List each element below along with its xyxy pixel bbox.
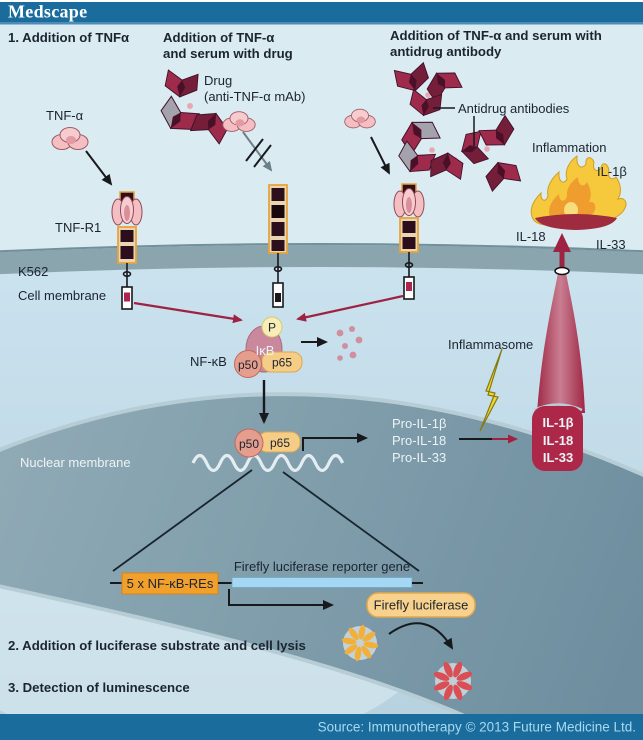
firefly-luciferase-label: Firefly luciferase <box>374 598 469 613</box>
membrane-pore-icon <box>554 266 570 276</box>
header-accent-line <box>0 22 643 25</box>
tnf-r1-label: TNF-R1 <box>55 220 101 235</box>
nucleus <box>0 392 643 740</box>
nfkb-label: NF-κB <box>190 354 227 369</box>
reporter-gene-bar <box>231 577 413 588</box>
flame-icon <box>530 154 627 230</box>
tnf-receptor-1 <box>111 191 143 310</box>
transcription-arrow <box>302 433 368 451</box>
block-slash-1 <box>245 138 264 162</box>
firefly-luciferase-box <box>366 592 476 618</box>
il18-flame-label: IL-18 <box>516 229 546 244</box>
pro-il18-label: Pro-IL-18 <box>392 433 446 448</box>
cytokine-box <box>532 406 583 471</box>
luminescence-glow <box>435 663 471 699</box>
pro-il33-label: Pro-IL-33 <box>392 450 446 465</box>
dna-to-construct-right-line <box>282 471 420 572</box>
panel3-heading-line2: antidrug antibody <box>390 44 502 59</box>
tnf-alpha-label: TNF-α <box>46 108 84 123</box>
p50-cyto-label: p50 <box>238 358 258 372</box>
source-credit: Source: Immunotherapy © 2013 Future Medi… <box>318 720 636 735</box>
ikb-label: IκB <box>256 343 275 358</box>
p50-nuclear-label: p50 <box>239 437 259 451</box>
nfkb-res-label: 5 x NF-κB-REs <box>127 576 214 591</box>
drug-tnf-complex <box>155 69 256 145</box>
nuclear-membrane-label: Nuclear membrane <box>20 455 131 470</box>
phospho-p-label: P <box>268 321 276 335</box>
drug-label-line2: (anti-TNF-α mAb) <box>204 89 305 104</box>
il1b-flame-label: IL-1β <box>597 164 627 179</box>
antidrug-antibodies-label: Antidrug antibodies <box>458 101 570 116</box>
tnf-receptor-3 <box>393 183 425 300</box>
secretion-cone <box>537 273 585 413</box>
secretion-arrow-head <box>553 233 571 252</box>
antidrug-antibody-complex <box>392 61 523 193</box>
tnf-receptor-2 <box>268 184 288 308</box>
k562-label: K562 <box>18 264 48 279</box>
tnf-binding-arrow-3 <box>370 136 390 175</box>
p65-cyto-label: p65 <box>272 356 292 370</box>
inflammasome-label: Inflammasome <box>448 337 533 352</box>
panel2-heading-line1: Addition of TNF-α <box>163 30 274 45</box>
step3-heading: 3. Detection of luminescence <box>8 680 190 695</box>
lightning-bolt-icon <box>479 348 503 432</box>
p65-nuclear-label: p65 <box>270 436 290 450</box>
ikb-nfkb-complex <box>234 316 303 378</box>
footer-bar <box>0 714 643 740</box>
reporter-gene-label: Firefly luciferase reporter gene <box>234 559 410 574</box>
panel3-heading-line1: Addition of TNF-α and serum with <box>390 28 602 43</box>
inflammation-label: Inflammation <box>532 140 606 155</box>
signal-arrow-right <box>296 294 404 322</box>
step1-heading: 1. Addition of TNFα <box>8 30 129 45</box>
il18-box-label: IL-18 <box>543 433 573 448</box>
dna-strand <box>191 453 345 473</box>
step2-heading: 2. Addition of luciferase substrate and … <box>8 638 306 653</box>
tnf-binding-arrow-1 <box>85 150 113 186</box>
signal-arrow-left <box>133 301 243 324</box>
il33-flame-label: IL-33 <box>596 237 626 252</box>
cell-membrane-label: Cell membrane <box>18 288 106 303</box>
drug-label-line1: Drug <box>204 73 232 88</box>
catalysis-arrow <box>388 622 454 650</box>
panel2-heading-line2: and serum with drug <box>163 46 293 61</box>
block-slash-2 <box>253 144 272 168</box>
nuclear-nfkb-complex <box>234 428 301 458</box>
medscape-logo: Medscape <box>8 2 87 22</box>
dna-to-construct-left-line <box>112 469 253 572</box>
expression-arrow <box>228 589 334 610</box>
ikb-fragments <box>336 326 363 361</box>
il33-box-label: IL-33 <box>543 450 573 465</box>
blocked-binding-arrow <box>242 131 273 172</box>
pro-il1b-label: Pro-IL-1β <box>392 416 446 431</box>
il1b-box-label: IL-1β <box>542 415 573 430</box>
header-bar <box>0 2 643 22</box>
